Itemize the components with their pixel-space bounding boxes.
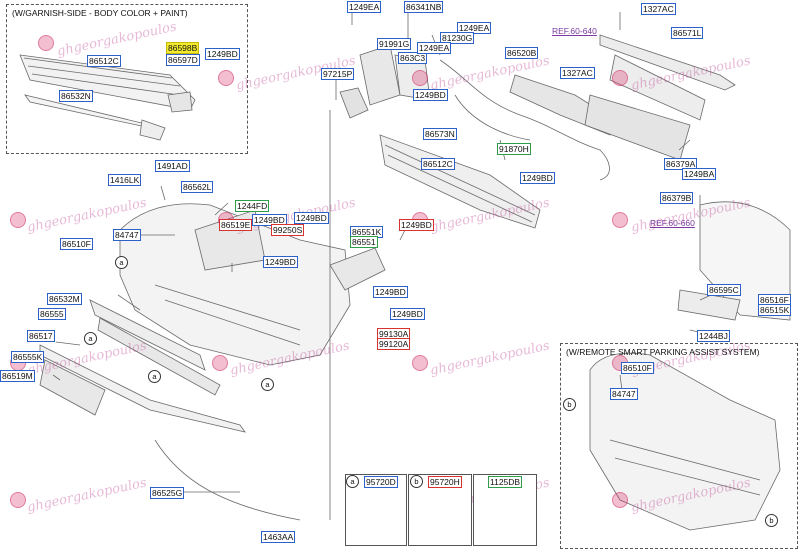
ref-link-60-660[interactable]: REF.60-660 <box>650 218 695 228</box>
legend-tag-a: a <box>346 475 359 488</box>
part-label-1244FD[interactable]: 1244FD <box>235 200 270 212</box>
part-label-1249EA[interactable]: 1249EA <box>347 1 382 13</box>
part-label-84747[interactable]: 84747 <box>113 229 141 241</box>
callout-a: a <box>148 370 161 383</box>
part-label-86517[interactable]: 86517 <box>27 330 55 342</box>
part-label-86598B[interactable]: 86598B <box>166 42 200 54</box>
part-label-1249BD[interactable]: 1249BD <box>252 214 287 226</box>
ref-link-60-640[interactable]: REF.60-640 <box>552 26 597 36</box>
part-label-86525G[interactable]: 86525G <box>150 487 185 499</box>
part-label-1249BD[interactable]: 1249BD <box>399 219 434 231</box>
legend-code-c[interactable]: 1125DB <box>488 476 523 488</box>
legend-code-a[interactable]: 95720D <box>364 476 398 488</box>
garnish-inset <box>6 4 248 154</box>
part-label-863C3[interactable]: 863C3 <box>398 52 428 64</box>
part-label-86555[interactable]: 86555 <box>38 308 66 320</box>
watermark-logo-icon <box>38 35 54 51</box>
part-label-1327AC[interactable]: 1327AC <box>560 67 595 79</box>
part-label-86341NB[interactable]: 86341NB <box>404 1 444 13</box>
part-label-1249BD[interactable]: 1249BD <box>373 286 408 298</box>
part-label-1327AC[interactable]: 1327AC <box>641 3 676 15</box>
part-label-1249BD[interactable]: 1249BD <box>263 256 298 268</box>
part-label-86562L[interactable]: 86562L <box>181 181 214 193</box>
part-label-91991G[interactable]: 91991G <box>377 38 412 50</box>
part-label-86512C[interactable]: 86512C <box>87 55 121 67</box>
part-label-86597D[interactable]: 86597D <box>166 54 200 66</box>
part-label-86595C[interactable]: 86595C <box>707 284 741 296</box>
part-label-86551[interactable]: 86551 <box>350 236 378 248</box>
part-label-86510F[interactable]: 86510F <box>60 238 93 250</box>
remote-parking-inset <box>560 343 798 549</box>
part-label-1249BD[interactable]: 1249BD <box>205 48 240 60</box>
part-label-1249BD[interactable]: 1249BD <box>390 308 425 320</box>
callout-a: a <box>261 378 274 391</box>
part-label-1491AD[interactable]: 1491AD <box>155 160 190 172</box>
watermark-logo-icon <box>612 70 628 86</box>
watermark-logo-icon <box>412 355 428 371</box>
watermark-logo-icon <box>10 492 26 508</box>
legend-tag-b: b <box>410 475 423 488</box>
watermark-logo-icon <box>412 70 428 86</box>
part-label-81230G[interactable]: 81230G <box>440 32 475 44</box>
watermark-logo-icon <box>10 212 26 228</box>
garnish-inset-title: (W/GARNISH-SIDE - BODY COLOR + PAINT) <box>12 8 188 18</box>
callout-a: a <box>84 332 97 345</box>
callout-a: a <box>115 256 128 269</box>
part-label-86510F[interactable]: 86510F <box>621 362 654 374</box>
part-label-99250S[interactable]: 99250S <box>271 224 305 236</box>
part-label-1249BD[interactable]: 1249BD <box>520 172 555 184</box>
part-label-86519E[interactable]: 86519E <box>219 219 253 231</box>
part-label-97215P[interactable]: 97215P <box>321 68 355 80</box>
watermark-logo-icon <box>218 70 234 86</box>
part-label-1416LK[interactable]: 1416LK <box>108 174 142 186</box>
part-label-86532M[interactable]: 86532M <box>47 293 82 305</box>
part-label-86571L[interactable]: 86571L <box>671 27 704 39</box>
part-label-86573N[interactable]: 86573N <box>423 128 457 140</box>
part-label-86532N[interactable]: 86532N <box>59 90 93 102</box>
part-label-86379B[interactable]: 86379B <box>660 192 694 204</box>
part-label-1249EA[interactable]: 1249EA <box>417 42 452 54</box>
part-label-84747[interactable]: 84747 <box>610 388 638 400</box>
part-label-1244BJ[interactable]: 1244BJ <box>697 330 730 342</box>
part-label-1463AA[interactable]: 1463AA <box>261 531 296 543</box>
part-label-86555K[interactable]: 86555K <box>11 351 45 363</box>
part-label-1249BA[interactable]: 1249BA <box>682 168 717 180</box>
part-label-1249BD[interactable]: 1249BD <box>413 89 448 101</box>
watermark-logo-icon <box>212 355 228 371</box>
remote-parking-inset-title: (W/REMOTE SMART PARKING ASSIST SYSTEM) <box>566 347 760 357</box>
part-label-86515K[interactable]: 86515K <box>758 304 792 316</box>
callout-b: b <box>765 514 778 527</box>
part-label-99120A[interactable]: 99120A <box>377 338 411 350</box>
part-label-86520B[interactable]: 86520B <box>505 47 539 59</box>
watermark-logo-icon <box>612 212 628 228</box>
part-label-1249BD[interactable]: 1249BD <box>294 212 329 224</box>
part-label-86519M[interactable]: 86519M <box>0 370 35 382</box>
part-label-86512C[interactable]: 86512C <box>421 158 455 170</box>
part-label-91870H[interactable]: 91870H <box>497 143 531 155</box>
watermark-logo-icon <box>612 492 628 508</box>
legend-code-b[interactable]: 95720H <box>428 476 462 488</box>
part-label-86379A[interactable]: 86379A <box>664 158 698 170</box>
callout-b: b <box>563 398 576 411</box>
